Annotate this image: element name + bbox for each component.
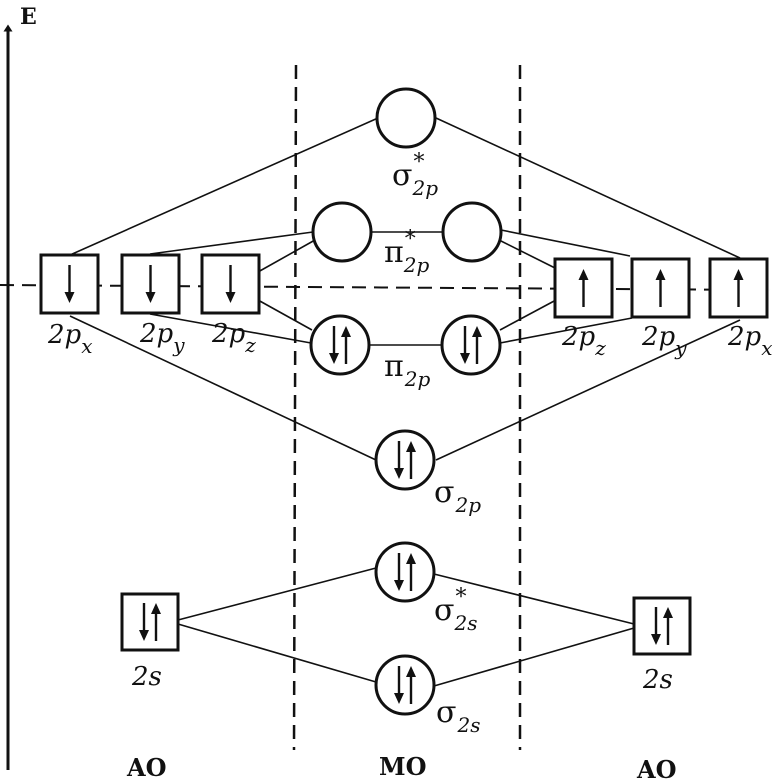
arrowhead xyxy=(151,603,161,614)
label-right-2px: 2px xyxy=(727,322,772,360)
arrowhead xyxy=(394,468,404,479)
label-left-2s: 2s xyxy=(131,662,162,692)
connector xyxy=(498,239,556,269)
label-sigma2s: σ2s xyxy=(436,695,480,737)
connector xyxy=(500,229,631,257)
electron-arrows xyxy=(64,265,744,704)
connection-lines xyxy=(69,117,741,687)
connector xyxy=(177,567,377,621)
column-label-middle: MO xyxy=(379,752,426,781)
arrowhead xyxy=(472,326,482,337)
mo-pi2p-left-circle xyxy=(309,314,371,376)
column-label-left: AO xyxy=(126,753,167,782)
arrowhead xyxy=(341,326,351,337)
separator-left xyxy=(292,64,298,751)
label-sigma2p-star: σ*2p xyxy=(392,150,438,200)
arrowhead xyxy=(64,292,75,303)
mo-sigma2s-circle xyxy=(374,654,436,716)
connector xyxy=(433,627,635,687)
connector xyxy=(257,299,313,331)
mo-labels: σ*2p π*2p π2p σ2p σ*2s σ2s xyxy=(384,150,481,737)
label-right-2pz: 2pz xyxy=(561,322,606,360)
connector xyxy=(149,313,312,344)
label-left-2px: 2px xyxy=(47,320,92,358)
ao-right-2s-box xyxy=(632,596,692,656)
label-sigma2p: σ2p xyxy=(434,475,481,517)
connector xyxy=(435,117,741,259)
arrowhead xyxy=(225,292,236,303)
label-left-2pz: 2pz xyxy=(211,319,256,357)
ao-left-2pz-box xyxy=(200,253,261,315)
connector xyxy=(499,317,633,344)
label-left-2py: 2py xyxy=(139,319,185,357)
arrowhead xyxy=(733,269,744,280)
ao-left-2s-box xyxy=(120,592,180,652)
mo-sigma2s-star-circle xyxy=(374,541,436,603)
arrowhead xyxy=(139,630,149,641)
connector xyxy=(499,299,557,331)
label-pi2p: π2p xyxy=(384,349,430,391)
mo-sigma2p-star-circle xyxy=(375,87,437,149)
label-sigma2s-star: σ*2s xyxy=(434,585,477,635)
connector xyxy=(149,231,314,255)
connector xyxy=(69,315,377,461)
arrowhead xyxy=(394,580,404,591)
label-right-2py: 2py xyxy=(641,322,687,360)
arrowhead xyxy=(394,693,404,704)
arrowhead xyxy=(406,666,416,677)
connector xyxy=(177,623,377,683)
arrowhead xyxy=(460,353,470,364)
column-label-right: AO xyxy=(636,755,677,782)
connector xyxy=(69,117,379,256)
column-labels: AO MO AO xyxy=(126,752,677,782)
label-right-2s: 2s xyxy=(642,665,673,695)
arrowhead xyxy=(578,269,589,280)
connector xyxy=(433,573,635,625)
mo-pi2p-star-left-circle xyxy=(311,201,373,263)
arrowhead xyxy=(655,269,666,280)
energy-axis-label: E xyxy=(20,4,37,30)
ao-labels: 2px 2py 2pz 2pz 2py 2px 2s 2s xyxy=(47,319,772,695)
arrowhead xyxy=(663,607,673,618)
label-pi2p-star: π*2p xyxy=(384,227,429,277)
column-separators xyxy=(292,64,522,751)
mo-pi2p-right-circle xyxy=(440,314,502,376)
connector xyxy=(257,239,316,273)
arrowhead xyxy=(406,553,416,564)
mo-pi2p-star-right-circle xyxy=(441,201,503,263)
connector xyxy=(435,319,741,461)
energy-axis: E xyxy=(3,4,37,770)
arrowhead xyxy=(329,353,339,364)
arrowhead xyxy=(651,634,661,645)
mo-sigma2p-circle xyxy=(374,429,436,491)
arrowhead xyxy=(145,292,156,303)
arrowhead xyxy=(406,441,416,452)
molecular-orbitals xyxy=(309,87,503,716)
